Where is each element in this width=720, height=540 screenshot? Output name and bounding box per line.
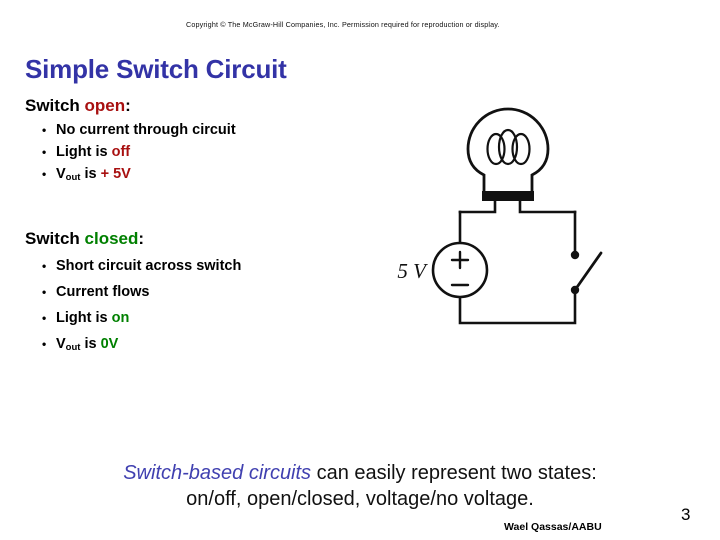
filament-loop-3 [511,132,531,166]
list-item: • Light is off [42,145,236,160]
bulb-glass [466,107,550,199]
list-item-text: Short circuit across switch [56,258,242,274]
list-item-text: Light is [56,144,112,160]
lightbulb-icon [466,107,550,201]
circuit-diagram: 5 V [380,105,630,340]
list-item-text: Current flows [56,284,150,300]
author-credit: Wael Qassas/AABU [504,521,602,533]
bullet-marker-icon: • [42,311,47,325]
list-item-subscript: out [65,172,81,183]
footnote-emphasis: Switch-based circuits [123,462,312,484]
list-item-mid: is [80,336,101,352]
bullet-marker-icon: • [42,337,47,351]
section-heading-closed: Switch closed: [25,229,144,249]
list-item-mid: is [80,166,101,182]
heading-closed-suffix: : [138,229,145,248]
section-heading-open: Switch open: [25,96,131,116]
heading-closed-prefix: Switch [25,229,85,248]
bullet-marker-icon: • [42,123,47,137]
wire-lamp-right [518,198,577,214]
list-item: • Short circuit across switch [42,259,241,274]
bullet-marker-icon: • [42,285,47,299]
list-item-highlight: on [111,310,130,326]
source-circle [431,241,489,299]
bullet-marker-icon: • [42,259,47,273]
wire-bottom [458,288,577,325]
list-item-highlight: + 5V [100,166,131,182]
list-item: • Vout is + 5V [42,166,236,184]
list-item-text: V [56,336,66,352]
footnote-line-1: Switch-based circuits can easily represe… [0,460,720,486]
bulb-base [482,191,534,201]
list-item-text: V [56,166,66,182]
heading-closed-state: closed [84,229,139,248]
copyright-notice: Copyright © The McGraw-Hill Companies, I… [186,20,500,29]
wire-lamp-left [458,198,497,214]
filament-loop-1 [486,132,506,166]
footnote-rest: can easily represent two states: [311,462,597,484]
list-item-label: Current flows [56,285,149,300]
page-number: 3 [681,505,691,524]
list-item-highlight: 0V [100,336,119,352]
heading-open-suffix: : [125,96,131,115]
list-item-label: Light is on [56,311,129,326]
bullet-list-open: • No current through circuit • Light is … [42,123,236,190]
switch-blade [573,251,603,292]
list-item: • No current through circuit [42,123,236,138]
circuit-svg: 5 V [397,107,603,325]
switch-terminal-top [570,250,580,260]
list-item-highlight: off [111,144,131,160]
heading-open-state: open [84,96,126,115]
list-item-text: Light is [56,310,112,326]
list-item-label: No current through circuit [56,123,236,138]
bullet-marker-icon: • [42,167,47,181]
voltage-source-symbol [431,241,489,299]
list-item: • Current flows [42,285,241,300]
bullet-marker-icon: • [42,145,47,159]
page-title: Simple Switch Circuit [25,54,287,84]
filament-loop-2 [497,128,519,166]
summary-footnote: Switch-based circuits can easily represe… [0,460,720,512]
footnote-line-2: on/off, open/closed, voltage/no voltage. [186,488,534,510]
switch-symbol-open[interactable] [570,250,603,295]
heading-open-prefix: Switch [25,96,85,115]
list-item-label: Vout is + 5V [56,166,131,184]
bullet-list-closed: • Short circuit across switch • Current … [42,259,241,364]
plus-sign-icon [450,250,470,270]
list-item-label: Vout is 0V [56,336,119,354]
source-label: 5 V [397,259,428,283]
list-item-subscript: out [65,342,81,353]
list-item: • Vout is 0V [42,336,241,354]
list-item: • Light is on [42,311,241,326]
list-item-label: Short circuit across switch [56,259,241,274]
list-item-text: No current through circuit [56,122,236,138]
list-item-label: Light is off [56,145,130,160]
